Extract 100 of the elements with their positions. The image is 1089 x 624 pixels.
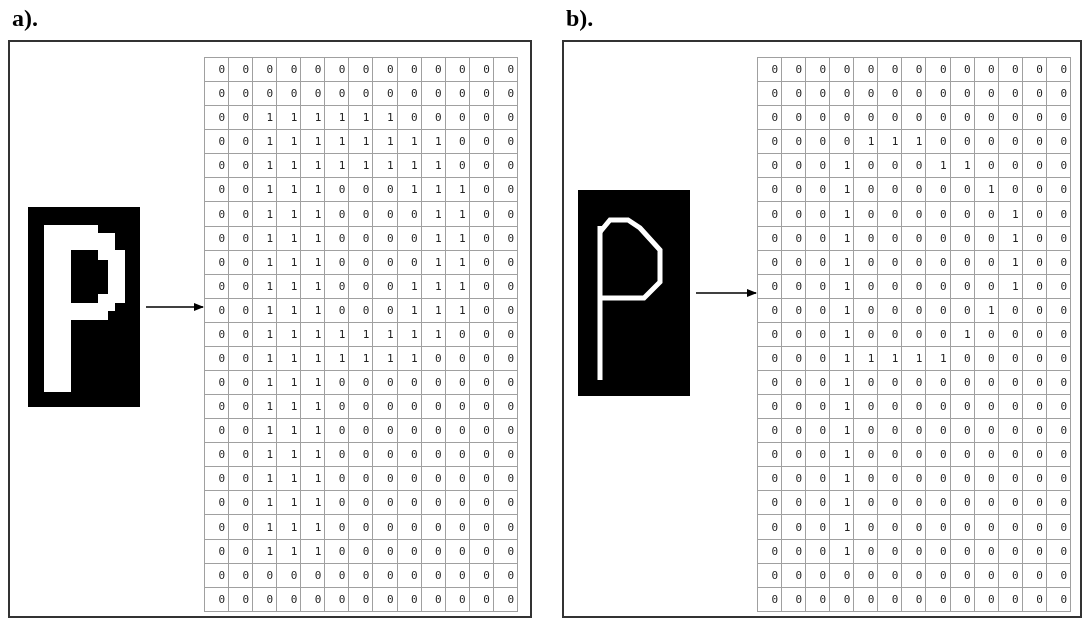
grid-cell: 0 (853, 563, 878, 588)
grid-cell: 0 (950, 346, 975, 371)
grid-cell: 0 (493, 346, 518, 371)
grid-cell: 0 (805, 201, 830, 227)
grid-cell: 1 (324, 105, 349, 130)
grid-cell: 0 (493, 81, 518, 106)
grid-cell: 0 (974, 250, 999, 275)
grid-cell: 0 (421, 466, 446, 491)
arrow (145, 303, 204, 311)
grid-cell: 1 (252, 250, 277, 275)
grid-cell: 1 (300, 153, 325, 178)
grid-cell: 0 (493, 201, 518, 227)
grid-cell: 0 (348, 226, 373, 251)
grid-cell: 0 (372, 490, 397, 515)
grid-cell: 0 (228, 298, 253, 323)
grid-cell: 0 (877, 105, 902, 130)
grid-cell: 0 (204, 177, 229, 202)
grid-cell: 0 (901, 201, 926, 227)
grid-cell: 0 (998, 129, 1023, 154)
grid-cell: 0 (204, 250, 229, 275)
grid-cell: 0 (228, 57, 253, 82)
grid-cell: 0 (445, 418, 470, 443)
grid-cell: 0 (974, 539, 999, 564)
grid-cell: 0 (324, 587, 349, 612)
grid-cell: 0 (781, 81, 806, 106)
grid-cell: 0 (805, 563, 830, 588)
grid-cell: 0 (877, 153, 902, 178)
grid-cell: 0 (1022, 515, 1047, 540)
grid-cell: 0 (300, 81, 325, 106)
grid-cell: 0 (469, 177, 494, 202)
grid-cell: 0 (397, 57, 422, 82)
grid-cell: 0 (877, 298, 902, 323)
grid-cell: 0 (805, 250, 830, 275)
grid-cell: 1 (829, 322, 854, 347)
grid-cell: 1 (252, 442, 277, 467)
grid-cell: 0 (204, 298, 229, 323)
grid-cell: 1 (421, 226, 446, 251)
grid-cell: 0 (348, 370, 373, 395)
grid-cell: 0 (805, 226, 830, 251)
grid-cell: 0 (204, 274, 229, 299)
grid-cell: 0 (348, 394, 373, 419)
grid-cell: 1 (397, 153, 422, 178)
grid-cell: 1 (445, 177, 470, 202)
grid-cell: 0 (204, 539, 229, 564)
grid-cell: 0 (469, 81, 494, 106)
grid-cell: 0 (998, 298, 1023, 323)
grid-cell: 0 (276, 81, 301, 106)
grid-cell: 0 (348, 418, 373, 443)
grid-cell: 0 (228, 563, 253, 588)
grid-cell: 0 (372, 226, 397, 251)
grid-cell: 0 (1022, 442, 1047, 467)
grid-cell: 0 (397, 81, 422, 106)
grid-cell: 0 (228, 153, 253, 178)
grid-cell: 0 (950, 226, 975, 251)
grid-cell: 0 (805, 394, 830, 419)
grid-cell: 0 (805, 322, 830, 347)
grid-cell: 1 (421, 177, 446, 202)
grid-cell: 1 (901, 129, 926, 154)
grid-cell: 0 (757, 298, 782, 323)
grid-cell: 0 (950, 250, 975, 275)
grid-cell: 0 (493, 587, 518, 612)
grid-cell: 0 (925, 442, 950, 467)
grid-cell: 0 (781, 346, 806, 371)
grid-cell: 0 (974, 587, 999, 612)
grid-cell: 1 (372, 322, 397, 347)
grid-cell: 1 (348, 153, 373, 178)
grid-cell: 0 (950, 370, 975, 395)
grid-cell: 0 (372, 539, 397, 564)
grid-cell: 0 (204, 105, 229, 130)
binary-grid (757, 57, 1071, 612)
grid-cell: 0 (1022, 81, 1047, 106)
grid-cell: 1 (829, 250, 854, 275)
grid-cell: 0 (781, 105, 806, 130)
grid-cell: 1 (276, 490, 301, 515)
grid-cell: 0 (348, 490, 373, 515)
grid-cell: 0 (1022, 466, 1047, 491)
grid-cell: 0 (469, 250, 494, 275)
grid-cell: 1 (829, 201, 854, 227)
grid-cell: 0 (397, 370, 422, 395)
grid-cell: 0 (1022, 539, 1047, 564)
grid-cell: 0 (974, 418, 999, 443)
grid-cell: 0 (204, 322, 229, 347)
grid-cell: 0 (925, 57, 950, 82)
grid-cell: 0 (493, 177, 518, 202)
grid-cell: 0 (469, 346, 494, 371)
grid-cell: 1 (853, 129, 878, 154)
grid-cell: 0 (781, 226, 806, 251)
grid-cell: 1 (421, 274, 446, 299)
picture (28, 207, 140, 407)
grid-cell: 1 (300, 539, 325, 564)
grid-cell: 1 (829, 394, 854, 419)
grid-cell: 0 (853, 490, 878, 515)
grid-cell: 1 (276, 298, 301, 323)
grid-cell: 0 (397, 394, 422, 419)
grid-cell: 1 (300, 177, 325, 202)
grid-cell: 0 (1046, 539, 1071, 564)
grid-cell: 0 (469, 153, 494, 178)
grid-cell: 0 (1022, 129, 1047, 154)
grid-cell: 0 (469, 57, 494, 82)
grid-cell: 1 (998, 274, 1023, 299)
